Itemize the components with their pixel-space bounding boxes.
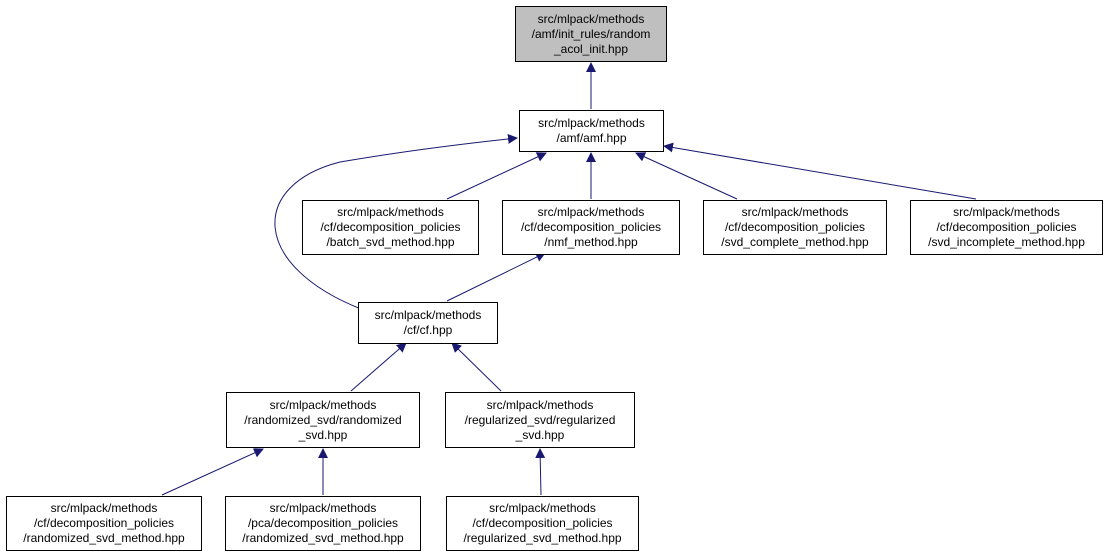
node-cf-randomized-svd-method[interactable]: src/mlpack/methods /cf/decomposition_pol… <box>6 496 202 551</box>
edge-batch-svd-to-amf <box>446 152 547 200</box>
node-line: /cf/decomposition_policies <box>472 516 613 530</box>
node-regularized-svd-method[interactable]: src/mlpack/methods /cf/decomposition_pol… <box>446 496 639 551</box>
node-line: src/mlpack/methods <box>489 501 596 515</box>
node-nmf-method[interactable]: src/mlpack/methods /cf/decomposition_pol… <box>502 200 680 255</box>
node-line: /amf/amf.hpp <box>556 131 627 145</box>
edge-svd-complete-to-amf <box>635 152 738 200</box>
node-line: src/mlpack/methods <box>269 397 377 412</box>
node-random-acol-init: src/mlpack/methods /amf/init_rules/rando… <box>515 6 667 62</box>
node-line: _svd.hpp <box>298 427 348 442</box>
node-line: /regularized_svd_method.hpp <box>463 531 622 545</box>
node-line: _svd.hpp <box>515 427 565 442</box>
node-line: src/mlpack/methods <box>337 205 444 219</box>
node-line: src/mlpack/methods <box>953 205 1060 219</box>
node-line: /randomized_svd/randomized <box>244 412 402 427</box>
edge-nmf-to-cf <box>446 252 546 302</box>
node-line: /amf/init_rules/random <box>531 26 651 41</box>
node-cf[interactable]: src/mlpack/methods /cf/cf.hpp <box>358 302 498 344</box>
node-line: /regularized_svd/regularized <box>464 412 616 427</box>
node-line: /cf/decomposition_policies <box>320 220 461 234</box>
node-line: /cf/decomposition_policies <box>520 220 662 234</box>
edge-regularized-svd-method-to-regularized-svd <box>535 448 546 496</box>
edge-cf-to-amf <box>274 133 518 310</box>
node-pca-randomized-svd-method[interactable]: src/mlpack/methods /pca/decomposition_po… <box>225 496 421 551</box>
node-line: /batch_svd_method.hpp <box>326 235 455 249</box>
node-line: src/mlpack/methods <box>50 501 158 515</box>
node-line: /nmf_method.hpp <box>544 235 638 249</box>
node-batch-svd-method[interactable]: src/mlpack/methods /cf/decomposition_pol… <box>302 200 479 255</box>
node-line: src/mlpack/methods <box>538 116 645 130</box>
node-svd-complete-method[interactable]: src/mlpack/methods /cf/decomposition_pol… <box>703 200 887 255</box>
node-amf[interactable]: src/mlpack/methods /amf/amf.hpp <box>519 110 664 152</box>
node-line: src/mlpack/methods <box>537 205 645 219</box>
node-line: _acol_init.hpp <box>553 41 629 56</box>
node-line: src/mlpack/methods <box>741 205 849 219</box>
node-line: /cf/decomposition_policies <box>936 220 1077 234</box>
node-line: src/mlpack/methods <box>537 11 645 26</box>
node-line: /randomized_svd_method.hpp <box>23 531 185 545</box>
node-line: /svd_complete_method.hpp <box>721 235 869 249</box>
edge-svd-incomplete-to-amf <box>663 142 977 200</box>
node-svd-incomplete-method[interactable]: src/mlpack/methods /cf/decomposition_pol… <box>910 200 1103 255</box>
edge-randomized-svd-to-cf <box>350 342 407 392</box>
node-line: /pca/decomposition_policies <box>247 516 399 530</box>
node-line: /cf/decomposition_policies <box>724 220 866 234</box>
edge-regularized-svd-to-cf <box>451 342 502 392</box>
node-line: /svd_incomplete_method.hpp <box>928 235 1085 249</box>
node-line: /randomized_svd_method.hpp <box>242 531 404 545</box>
node-randomized-svd[interactable]: src/mlpack/methods /randomized_svd/rando… <box>226 392 420 448</box>
node-line: src/mlpack/methods <box>374 308 482 322</box>
node-line: /cf/cf.hpp <box>403 323 453 337</box>
node-line: src/mlpack/methods <box>269 501 377 515</box>
node-regularized-svd[interactable]: src/mlpack/methods /regularized_svd/regu… <box>445 392 635 448</box>
edge-cf-randomized-svd-method-to-randomized-svd <box>161 448 264 496</box>
node-line: /cf/decomposition_policies <box>33 516 175 530</box>
node-line: src/mlpack/methods <box>486 397 594 412</box>
